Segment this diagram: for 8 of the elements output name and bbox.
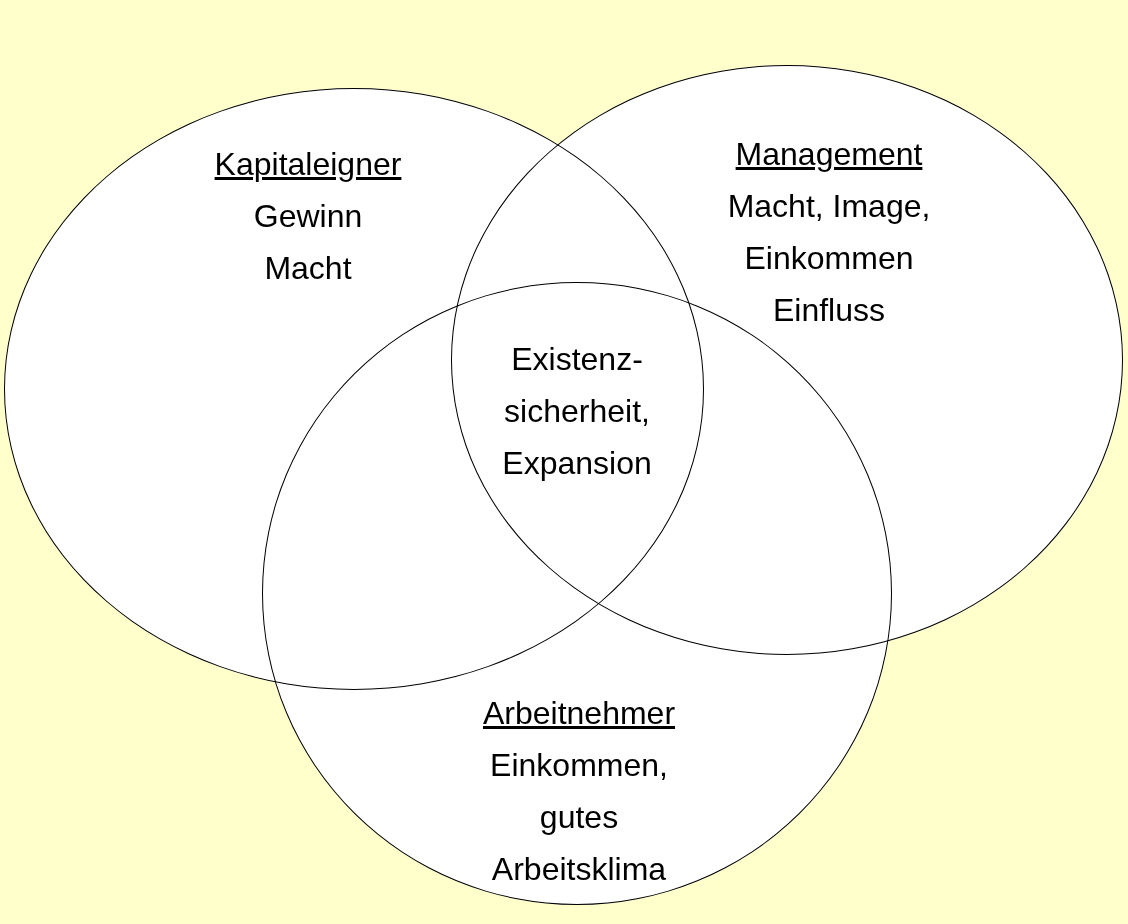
group-goals: Gewinn Macht (252, 197, 364, 288)
venn-circle (262, 282, 892, 905)
group-goals: Einkommen, gutes Arbeitsklima (489, 746, 669, 889)
group-heading: Management (735, 135, 923, 174)
group-goals: Macht, Image, Einkommen Einfluss (726, 187, 932, 330)
group-heading: Kapitaleigner (214, 145, 402, 184)
overlap-label: Existenz- sicherheit, Expansion (501, 340, 653, 483)
group-heading: Arbeitnehmer (482, 694, 676, 733)
